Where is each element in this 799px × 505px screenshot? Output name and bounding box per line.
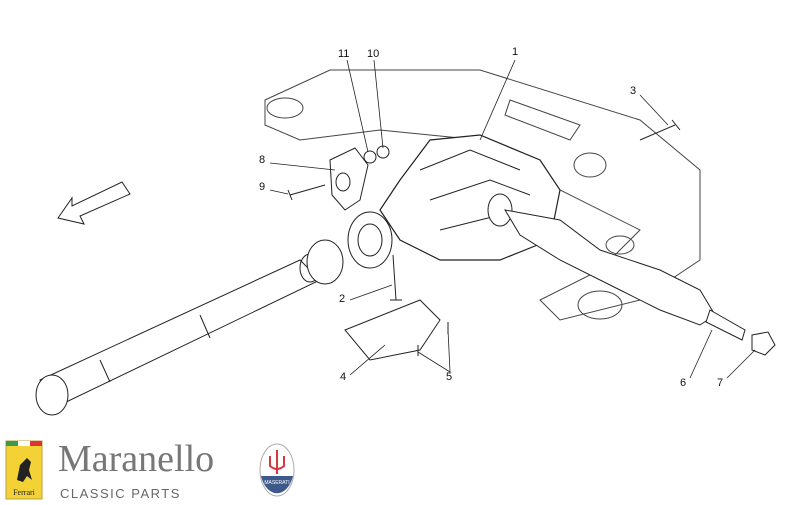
bolt [390,254,402,301]
callout-11: 11 [338,48,350,60]
propeller-shaft [35,239,344,416]
callout-7: 7 [717,377,724,389]
bolt [287,184,326,201]
rear-subframe [264,69,701,321]
skid-plate [344,299,441,361]
maserati-badge-logo: MASERATI [259,443,295,497]
callout-2: 2 [339,293,346,305]
callout-8: 8 [259,154,266,166]
brand-name: Maranello [58,438,215,480]
ferrari-badge-text: Ferrari [13,488,36,497]
hub-nut [751,331,776,356]
maserati-badge-text: MASERATI [264,480,289,486]
callout-5: 5 [446,371,453,383]
washer [363,150,377,164]
leader-lines [269,59,756,379]
ferrari-badge-logo: Ferrari [5,440,43,500]
half-shaft [504,209,746,341]
bolt [639,119,681,141]
callout-3: 3 [630,85,637,97]
callout-6: 6 [680,377,687,389]
mount-bracket [329,147,369,211]
callout-4: 4 [340,371,347,383]
brand-tagline: CLASSIC PARTS [60,486,181,501]
callout-9: 9 [259,181,266,193]
direction-arrow [57,181,131,225]
callout-10: 10 [367,48,380,60]
callout-1: 1 [512,46,519,58]
